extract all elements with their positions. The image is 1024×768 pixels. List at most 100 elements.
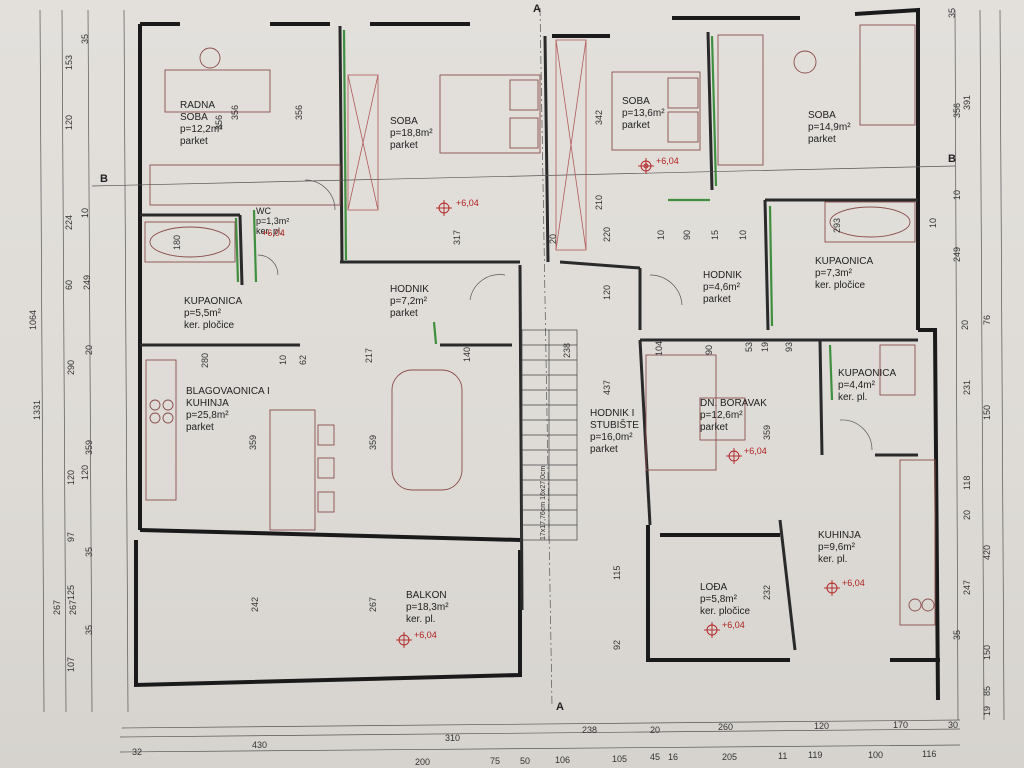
room-area: p=18,3m² bbox=[406, 602, 449, 613]
room-label-boravak: DN. BORAVAK p=12,6m² parket bbox=[700, 398, 767, 434]
dimension-label: 120 bbox=[814, 721, 829, 731]
dimension-label: 217 bbox=[364, 348, 374, 363]
dimension-label: 232 bbox=[762, 585, 772, 600]
dimension-label: 11 bbox=[778, 751, 787, 761]
elevation-value: +6,04 bbox=[744, 446, 767, 456]
dimension-label: 359 bbox=[248, 435, 258, 450]
dimension-label: 267 bbox=[68, 600, 78, 615]
outer-walls bbox=[134, 7, 940, 701]
room-floor: ker. pl. bbox=[838, 392, 868, 403]
interior-walls bbox=[140, 25, 918, 651]
room-floor: parket bbox=[703, 294, 731, 305]
dimension-label: 76 bbox=[982, 315, 992, 325]
dimension-label: 119 bbox=[808, 750, 822, 760]
dimension-label: 35 bbox=[84, 547, 94, 557]
dimension-label: 293 bbox=[832, 218, 842, 233]
room-label-blagovaonica: BLAGOVAONICA I KUHINJA p=25,8m² parket bbox=[186, 386, 296, 434]
door-swings bbox=[257, 179, 873, 451]
dimension-label: 430 bbox=[252, 740, 267, 750]
room-area: p=12,6m² bbox=[700, 410, 743, 421]
room-label-hodnik-1: HODNIK p=7,2m² parket bbox=[390, 284, 429, 320]
room-name: KUPAONICA bbox=[838, 368, 897, 379]
room-floor: parket bbox=[390, 140, 418, 151]
dimension-label: 356 bbox=[230, 105, 240, 120]
dimension-label: 120 bbox=[64, 115, 74, 130]
room-area: p=7,3m² bbox=[815, 268, 852, 279]
room-area: p=25,8m² bbox=[186, 410, 229, 421]
dimension-label: 267 bbox=[52, 600, 62, 615]
section-mark-a-top: A bbox=[533, 3, 541, 15]
dimension-label: 238 bbox=[562, 343, 572, 358]
dimension-label: 93 bbox=[784, 342, 794, 352]
staircase bbox=[521, 329, 578, 541]
room-name: WC bbox=[256, 206, 271, 216]
room-label-kupaonica-3: KUPAONICA p=4,4m² ker. pl. bbox=[838, 368, 896, 404]
dimension-label: 10 bbox=[278, 355, 288, 365]
dimension-lines bbox=[39, 7, 1005, 753]
dimension-label: 62 bbox=[298, 355, 308, 365]
dimension-label: 267 bbox=[368, 597, 378, 612]
room-area: p=9,6m² bbox=[818, 542, 855, 553]
dimension-label: 100 bbox=[868, 750, 883, 760]
dimension-label: 16 bbox=[668, 752, 678, 762]
dimension-label: 35 bbox=[84, 625, 94, 635]
dimension-label: 35 bbox=[80, 34, 90, 44]
dimension-label: 437 bbox=[602, 380, 612, 395]
dimension-label: 170 bbox=[893, 720, 908, 730]
room-area: p=7,2m² bbox=[390, 296, 427, 307]
dimension-label: 150 bbox=[982, 405, 992, 420]
room-name: LOĐA bbox=[700, 582, 728, 593]
dimension-label: 224 bbox=[64, 215, 74, 230]
dimension-label: 120 bbox=[80, 465, 90, 480]
insulation-lines bbox=[234, 29, 834, 401]
dimension-label: 105 bbox=[612, 754, 627, 764]
section-mark-a-bottom: A bbox=[556, 701, 564, 713]
dimension-label: 260 bbox=[718, 722, 733, 732]
dimension-label: 15 bbox=[710, 230, 720, 240]
room-area: p=4,4m² bbox=[838, 380, 875, 391]
dimension-label: 150 bbox=[982, 645, 992, 660]
room-floor: ker. pl. bbox=[406, 614, 436, 625]
dimension-label: 45 bbox=[650, 752, 660, 762]
room-floor: ker. pločice bbox=[815, 280, 866, 291]
dimension-label: 356 bbox=[214, 115, 224, 130]
dimension-label: 356 bbox=[294, 105, 304, 120]
dimension-label: 342 bbox=[594, 110, 604, 125]
dimension-label: 317 bbox=[452, 230, 462, 245]
dimension-label: 140 bbox=[462, 347, 472, 362]
room-floor: ker. pl. bbox=[818, 554, 848, 565]
section-mark-b-left: B bbox=[100, 173, 108, 185]
room-label-balkon: BALKON p=18,3m² ker. pl. bbox=[406, 590, 449, 626]
elevation-value: +6,04 bbox=[414, 630, 437, 640]
dimension-label: 50 bbox=[520, 756, 530, 766]
room-name: BLAGOVAONICA I KUHINJA bbox=[186, 386, 270, 409]
room-floor: parket bbox=[590, 444, 618, 455]
dimension-label: 205 bbox=[722, 752, 737, 762]
dimension-label: 120 bbox=[66, 470, 76, 485]
dimension-label: 116 bbox=[922, 749, 936, 759]
room-name: BALKON bbox=[406, 590, 447, 601]
elevation-value: +6,04 bbox=[656, 156, 679, 166]
room-area: p=5,8m² bbox=[700, 594, 737, 605]
room-floor: parket bbox=[186, 422, 214, 433]
room-area: p=4,6m² bbox=[703, 282, 740, 293]
dimension-label: 249 bbox=[82, 275, 92, 290]
room-floor: parket bbox=[390, 308, 418, 319]
dimension-label: 359 bbox=[762, 425, 772, 440]
room-area: p=18,8m² bbox=[390, 128, 433, 139]
room-label-soba-1: SOBA p=18,8m² parket bbox=[390, 116, 433, 152]
room-label-hodnik-stubiste: HODNIK I STUBIŠTE p=16,0m² parket bbox=[590, 408, 660, 456]
room-label-kupaonica-1: KUPAONICA p=5,5m² ker. pločice bbox=[184, 296, 242, 332]
dimension-label: 356 bbox=[952, 103, 962, 118]
dimension-label: 359 bbox=[84, 440, 94, 455]
dimension-label: 10 bbox=[656, 230, 666, 240]
room-label-soba-3: SOBA p=14,9m² parket bbox=[808, 110, 851, 146]
dimension-label: 90 bbox=[682, 230, 692, 240]
dimension-label: 35 bbox=[947, 8, 957, 18]
dims-left-inner: 35 356 120 359 267 267 bbox=[52, 34, 224, 615]
dimension-label: 238 bbox=[582, 725, 597, 735]
